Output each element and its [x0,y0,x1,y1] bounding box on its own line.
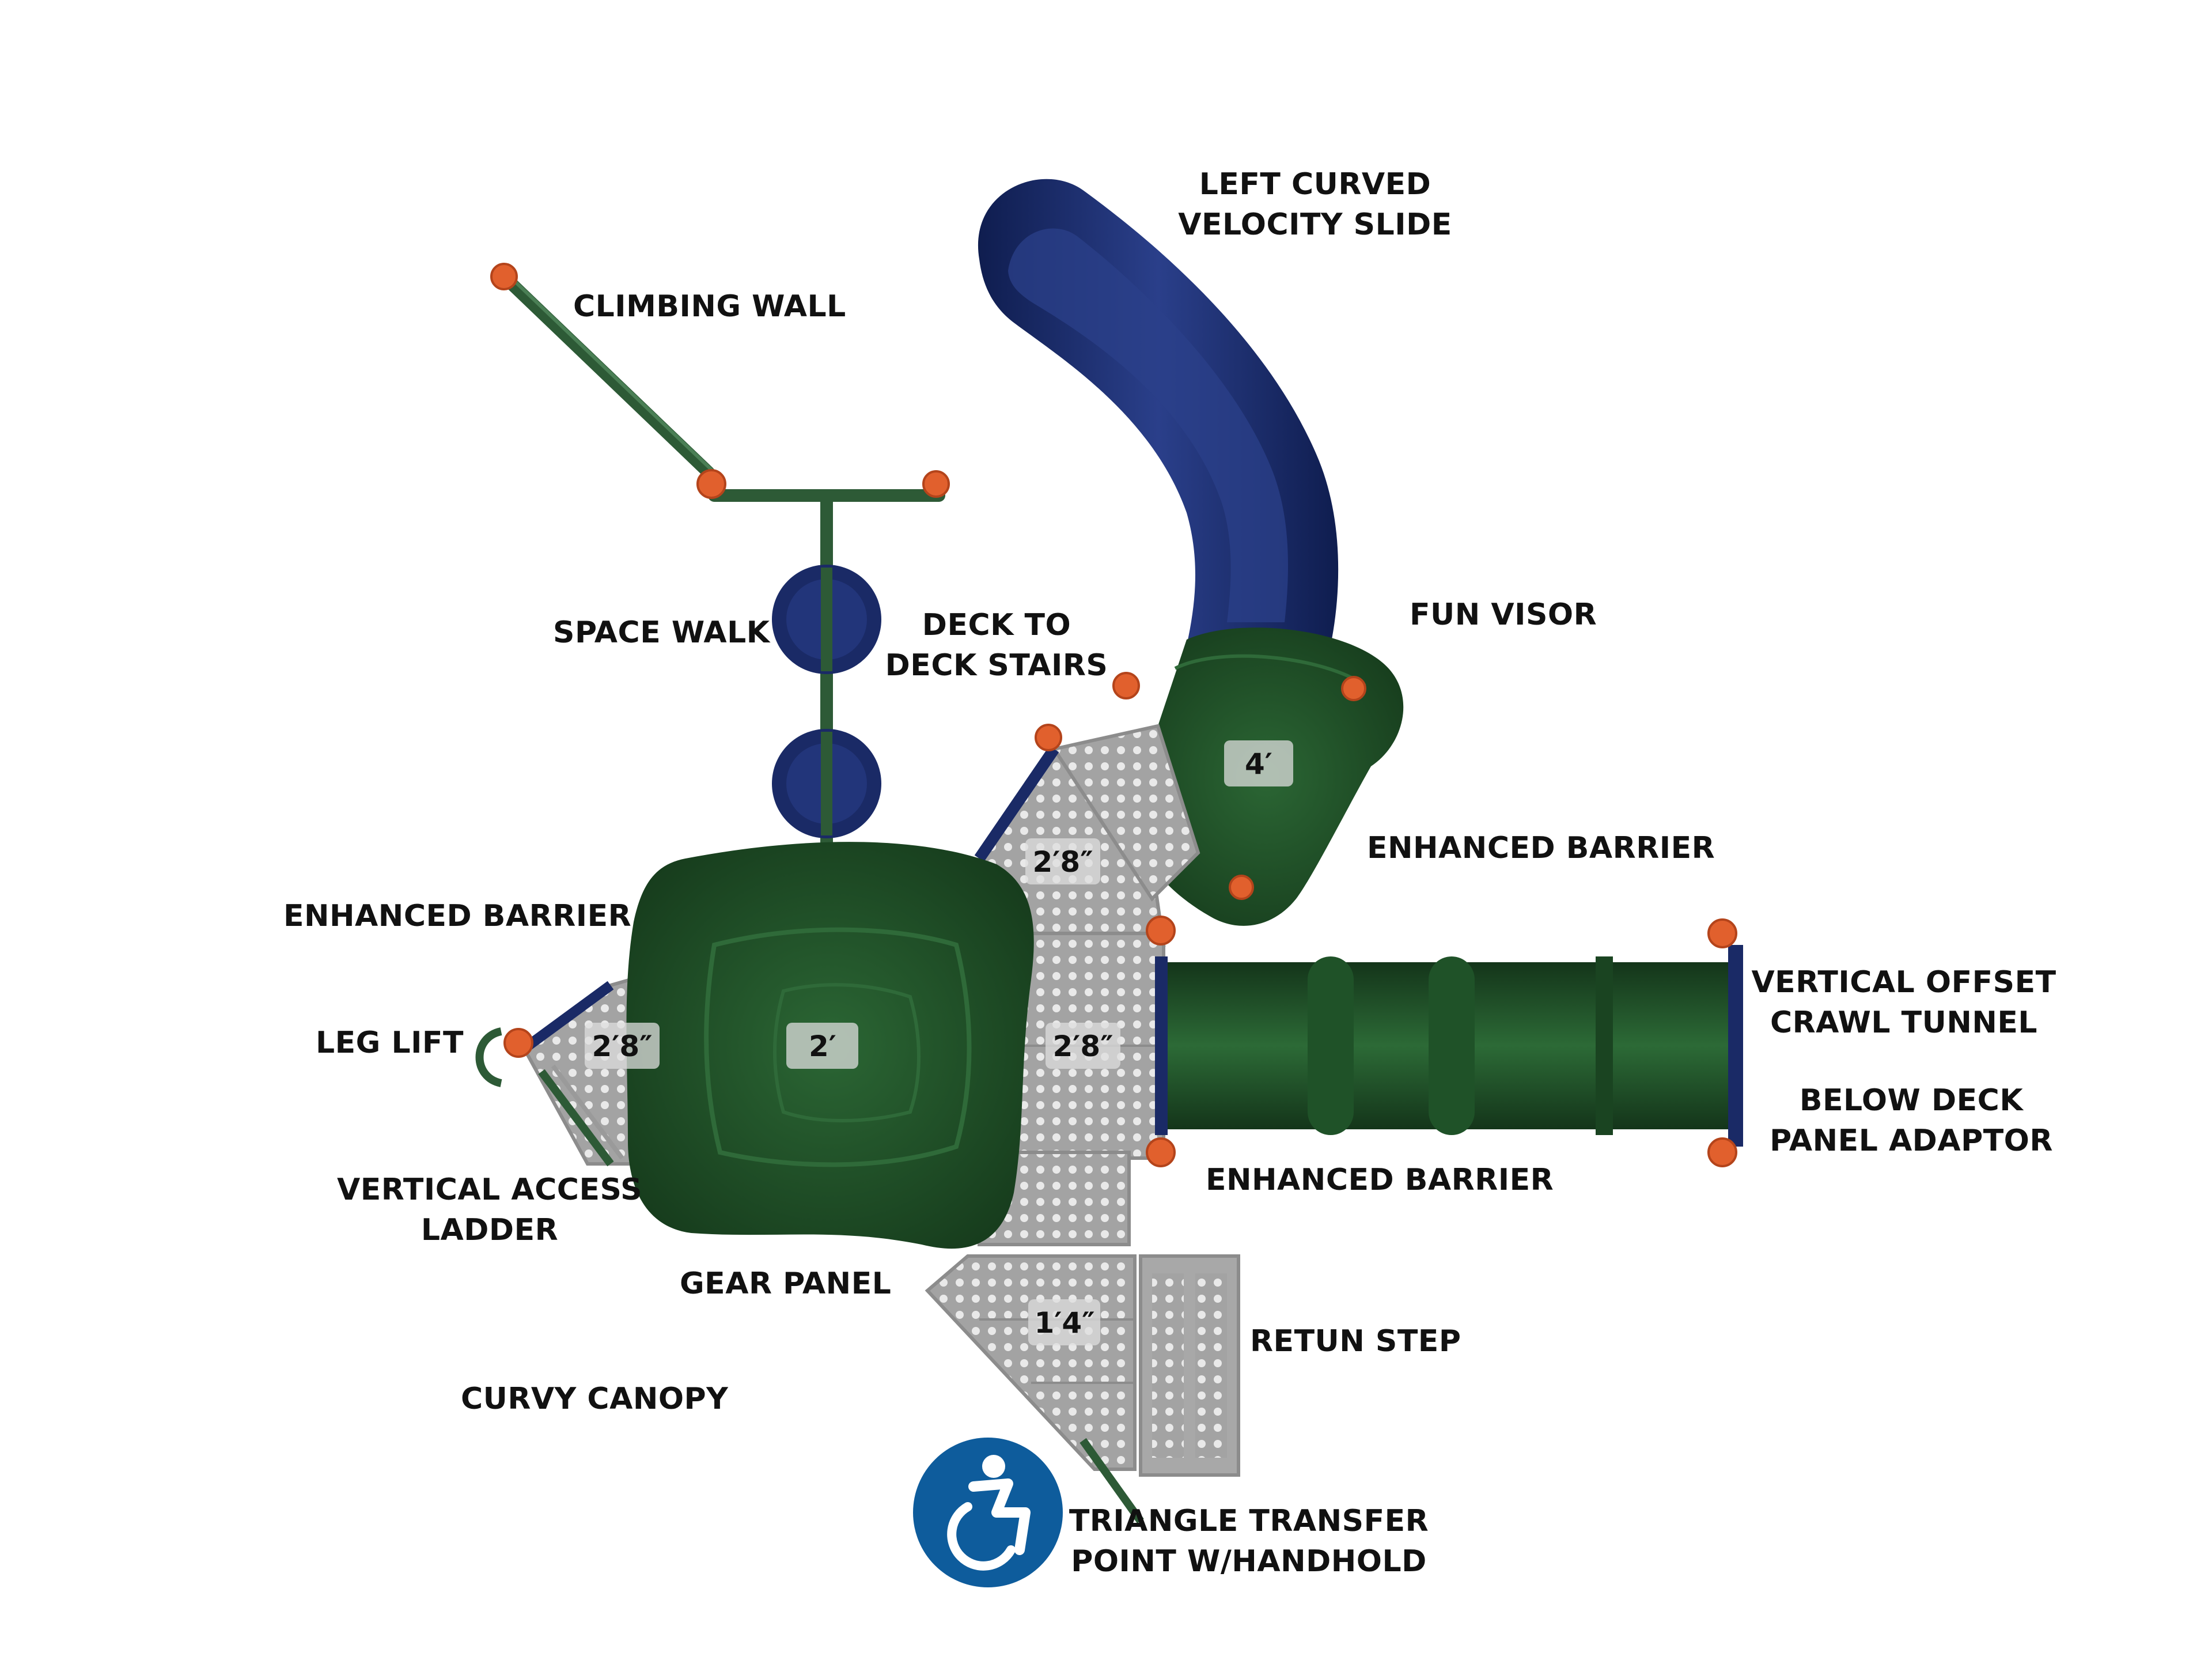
label-retun-step: RETUN STEP [1250,1324,1461,1359]
label-line: BELOW DECK [1799,1083,2024,1118]
label-climbing-wall: CLIMBING WALL [573,289,846,324]
climbing-wall [498,270,716,479]
vertical-access-ladder [538,1064,624,1167]
curved-velocity-slide [978,179,1339,646]
label-line: CRAWL TUNNEL [1770,1005,2038,1040]
label-vertical-access-ladder: VERTICAL ACCESS LADDER [337,1170,642,1250]
label-line: LADDER [421,1213,559,1247]
return-step [1139,1254,1240,1477]
label-line: DECK STAIRS [885,648,1108,683]
height-label: 4′ [1245,747,1272,781]
height-label: 2′ [809,1030,836,1063]
label-line: VERTICAL ACCESS [336,1173,643,1207]
height-badge-transfer: 1′4″ [1028,1299,1100,1345]
height-label: 1′4″ [1034,1306,1094,1340]
wheelchair-icon [913,1438,1063,1587]
label-line: LEFT CURVED [1199,167,1431,202]
space-walk [708,489,945,882]
label-line: DECK TO [922,608,1071,642]
height-badge-canopy: 2′ [786,1023,858,1069]
label-space-walk: SPACE WALK [553,615,770,650]
label-deck-to-deck-stairs: DECK TO DECK STAIRS [885,605,1108,686]
label-line: POINT W/HANDHOLD [1071,1544,1427,1579]
height-badge-stairs: 2′8″ [1025,838,1100,884]
label-leg-lift: LEG LIFT [316,1026,464,1060]
height-badge-visor: 4′ [1224,740,1293,786]
space-walk-disc [772,565,881,674]
height-label: 2′8″ [1052,1030,1113,1063]
label-enhanced-barrier-bottom: ENHANCED BARRIER [1206,1163,1554,1197]
label-enhanced-barrier-right: ENHANCED BARRIER [1367,831,1715,865]
label-curvy-canopy: CURVY CANOPY [461,1382,729,1416]
label-line: TRIANGLE TRANSFER [1069,1504,1429,1538]
label-below-deck-panel-adaptor: BELOW DECK PANEL ADAPTOR [1770,1080,2053,1161]
label-vertical-offset-crawl-tunnel: VERTICAL OFFSET CRAWL TUNNEL [1751,962,2056,1043]
label-fun-visor: FUN VISOR [1410,597,1597,632]
height-label: 2′8″ [592,1030,652,1063]
leg-lift [475,1027,502,1087]
height-badge-center: 2′8″ [1046,1023,1120,1069]
label-left-curved-velocity-slide: LEFT CURVED VELOCITY SLIDE [1178,164,1452,245]
label-gear-panel: GEAR PANEL [680,1266,892,1301]
label-enhanced-barrier-left: ENHANCED BARRIER [283,899,632,933]
space-walk-disc [772,729,881,838]
crawl-tunnel [1155,945,1743,1147]
label-line: PANEL ADAPTOR [1770,1124,2053,1158]
height-label: 2′8″ [1032,845,1093,879]
label-line: VELOCITY SLIDE [1178,207,1452,242]
label-triangle-transfer-point: TRIANGLE TRANSFER POINT W/HANDHOLD [1069,1501,1429,1582]
label-line: VERTICAL OFFSET [1751,965,2056,1000]
height-badge-left: 2′8″ [585,1023,660,1069]
clamps [490,263,1737,1167]
